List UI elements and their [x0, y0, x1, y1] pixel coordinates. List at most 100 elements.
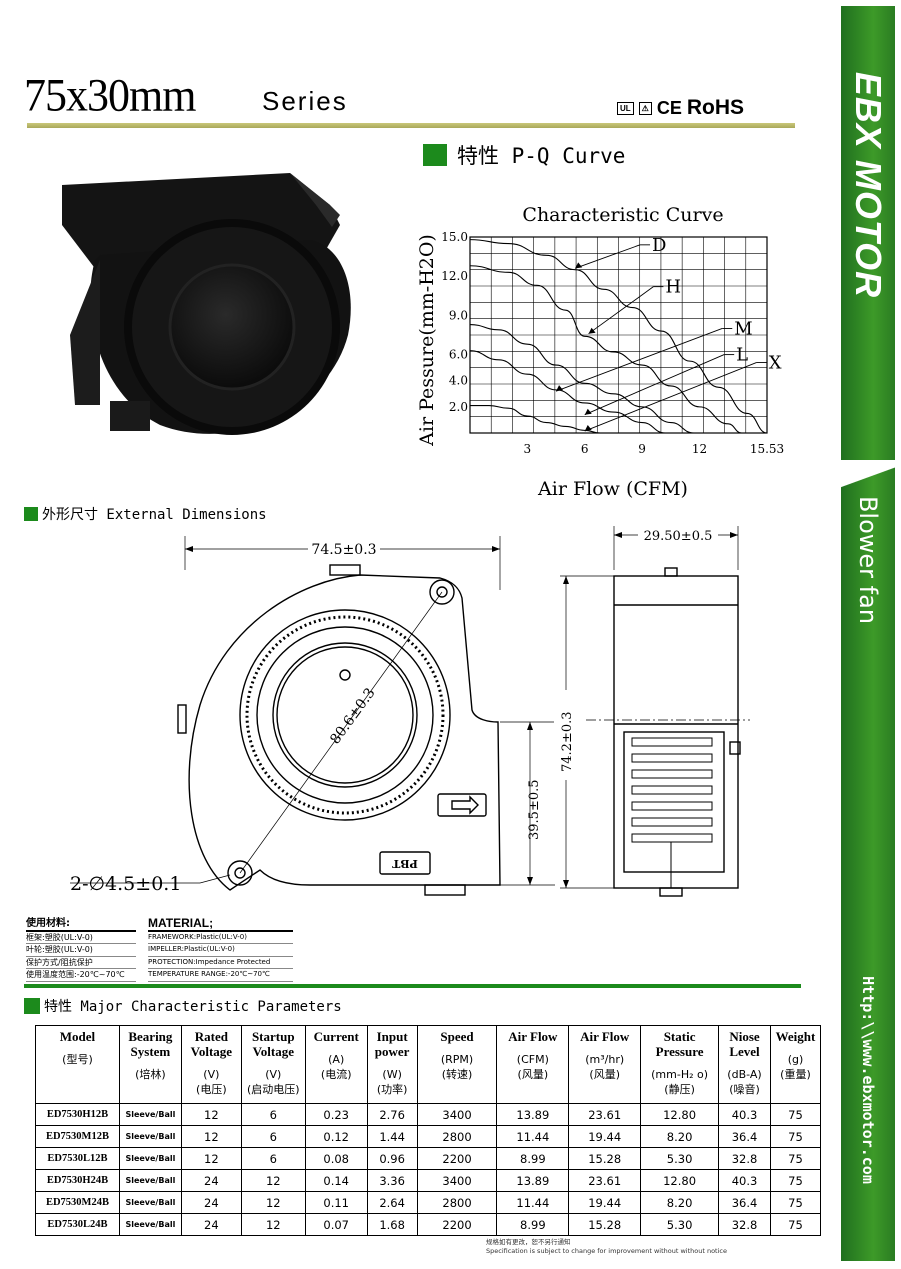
y-tick-label: 9.0 — [449, 308, 468, 322]
x-tick-label: 9 — [638, 442, 646, 456]
header-name: Air Flow — [580, 1029, 630, 1044]
ul-certification-icon: UL — [617, 101, 634, 115]
series-line-M — [469, 323, 694, 434]
table-cell: 75 — [769, 1103, 822, 1126]
sidebar-brand: EBX MOTOR — [848, 71, 889, 299]
table-cell: ED7530M24B — [35, 1191, 120, 1214]
chart-y-label: Air Pessure(mm-H2O) — [416, 234, 438, 447]
materials-cn-item: 叶轮:塑胶(UL:V-0) — [26, 944, 136, 957]
table-header-cell: Niose Level(dB-A)(噪音) — [718, 1025, 771, 1104]
header-unit: (mm-H₂ o) — [651, 1068, 709, 1081]
table-cell: 6 — [240, 1125, 306, 1148]
table-header-cell: Weight(g)(重量) — [769, 1025, 822, 1104]
table-cell: ED7530M12B — [35, 1125, 120, 1148]
table-cell: 2200 — [416, 1213, 498, 1236]
table-cell: 5.30 — [640, 1213, 720, 1236]
sidebar-diagonal-accent — [841, 460, 895, 500]
materials-cn-item: 使用温度范围:-20℃~70℃ — [26, 969, 136, 982]
chart-series — [469, 239, 768, 434]
header-cn: (风量) — [589, 1068, 620, 1081]
header-name: Model — [59, 1029, 96, 1044]
header-rule — [27, 123, 795, 128]
table-cell: 2200 — [416, 1147, 498, 1170]
table-header-cell: Air Flow (m³/hr) (风量) — [568, 1025, 642, 1104]
parameters-table: Model(型号)Bearing System(培林)Rated Voltage… — [35, 1025, 822, 1236]
table-cell: 8.20 — [640, 1191, 720, 1214]
side-view-drawing: 29.50±0.5 74.2±0.3 — [554, 526, 750, 897]
y-tick-label: 4.0 — [449, 374, 468, 388]
materials-cn: 使用材料: 框架:塑胶(UL:V-0) 叶轮:塑胶(UL:V-0) 保护方式/阻… — [26, 918, 136, 982]
table-cell: Sleeve/Ball — [118, 1125, 182, 1148]
table-cell: 23.61 — [568, 1169, 642, 1192]
footer-note-cn: 规格如有更改，恕不另行通知 — [486, 1238, 571, 1246]
table-cell: 8.99 — [496, 1147, 570, 1170]
table-cell: 0.07 — [304, 1213, 368, 1236]
footer-note-en: Specification is subject to change for i… — [486, 1247, 727, 1255]
header-unit: (RPM) — [440, 1053, 474, 1066]
table-cell: Sleeve/Ball — [118, 1103, 182, 1126]
table-cell: 2800 — [416, 1191, 498, 1214]
table-cell: 15.28 — [568, 1147, 642, 1170]
table-cell: 1.44 — [366, 1125, 418, 1148]
table-cell: 32.8 — [718, 1213, 771, 1236]
header-name: Input power — [374, 1029, 410, 1059]
table-header-cell: Rated Voltage(V)(电压) — [180, 1025, 242, 1104]
series-line-D — [469, 239, 768, 434]
table-cell: 8.20 — [640, 1125, 720, 1148]
table-cell: Sleeve/Ball — [118, 1147, 182, 1170]
table-cell: 40.3 — [718, 1103, 771, 1126]
table-cell: 12 — [240, 1213, 306, 1236]
table-cell: 12 — [240, 1169, 306, 1192]
table-cell: 0.08 — [304, 1147, 368, 1170]
chart-x-label: Air Flow (CFM) — [537, 478, 688, 500]
parameters-header-row: Model(型号)Bearing System(培林)Rated Voltage… — [35, 1025, 822, 1104]
callout-leader — [584, 354, 725, 416]
callout-label: L — [736, 345, 748, 366]
header-name: Current — [313, 1029, 359, 1044]
table-cell: 0.96 — [366, 1147, 418, 1170]
table-cell: 15.28 — [568, 1213, 642, 1236]
table-header-cell: Static Pressure(mm-H₂ o)(静压) — [640, 1025, 720, 1104]
table-cell: ED7530H24B — [35, 1169, 120, 1192]
dimensions-heading-text: 外形尺寸 External Dimensions — [42, 507, 267, 523]
series-label: Series — [262, 86, 348, 116]
materials-en-item: IMPELLER:Plastic(UL:V-0) — [148, 944, 293, 957]
table-cell: 19.44 — [568, 1125, 642, 1148]
header-cn: (噪音) — [729, 1083, 760, 1096]
table-cell: 13.89 — [496, 1103, 570, 1126]
callout-leader — [575, 244, 641, 269]
header-unit: (W) — [382, 1068, 402, 1081]
callout-label: H — [665, 277, 681, 298]
y-tick-label: 12.0 — [441, 269, 468, 283]
table-cell: 40.3 — [718, 1169, 771, 1192]
header-cn: (静压) — [664, 1083, 695, 1096]
pq-chart: Characteristic Curve Air Pessure(mm-H2O)… — [416, 204, 784, 500]
table-cell: ED7530H12B — [35, 1103, 120, 1126]
table-cell: 12.80 — [640, 1103, 720, 1126]
table-cell: 3400 — [416, 1169, 498, 1192]
table-cell: 5.30 — [640, 1147, 720, 1170]
table-cell: ED7530L24B — [35, 1213, 120, 1236]
header-unit: (m³/hr) — [585, 1053, 625, 1066]
table-cell: 11.44 — [496, 1125, 570, 1148]
callout-arrowhead — [575, 262, 583, 269]
y-tick-label: 6.0 — [449, 348, 468, 362]
table-cell: 75 — [769, 1191, 822, 1214]
materials-cn-heading: 使用材料: — [26, 918, 136, 932]
dim-hole-label: 2-∅4.5±0.1 — [70, 873, 181, 895]
chart-title: Characteristic Curve — [522, 204, 723, 226]
table-cell: 2800 — [416, 1125, 498, 1148]
table-cell: 0.12 — [304, 1125, 368, 1148]
header-name: Weight — [775, 1029, 816, 1044]
header-unit: (V) — [265, 1068, 282, 1081]
pq-curve-heading-text: 特性 P-Q Curve — [457, 144, 626, 168]
header-unit: (A) — [328, 1053, 345, 1066]
dim-diameter-label: 80.6±0.3 — [327, 685, 378, 747]
table-cell: 75 — [769, 1147, 822, 1170]
table-header-cell: Input power(W)(功率) — [366, 1025, 418, 1104]
callout-label: X — [769, 352, 782, 373]
